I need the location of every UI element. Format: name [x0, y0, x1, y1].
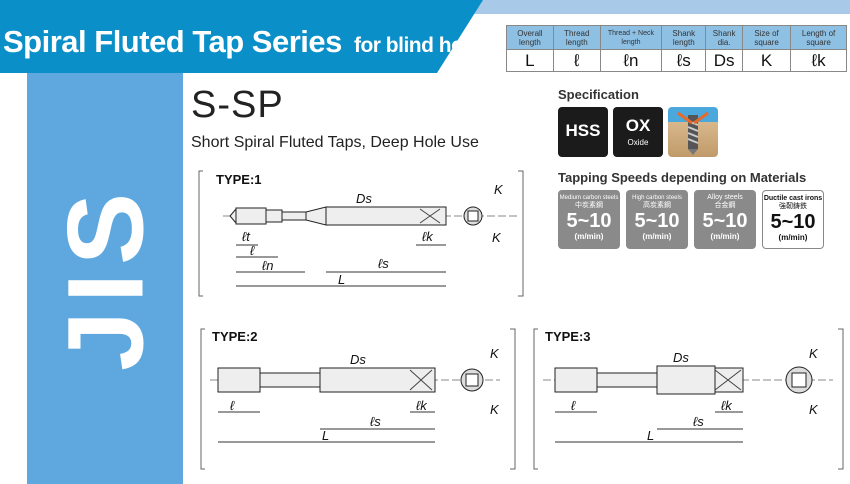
dim-L: L [322, 428, 329, 443]
dim-K: K [809, 402, 819, 417]
speed-unit: (m/min) [778, 233, 808, 242]
symbol-cell: Ds [705, 49, 743, 72]
dim-K: K [809, 346, 819, 361]
dim-Ds: Ds [356, 191, 372, 206]
speed-unit: (m/min) [574, 232, 604, 241]
dim-ls: ℓs [378, 256, 389, 271]
series-subtitle: for blind hole [353, 34, 480, 57]
material-name-jp: 強靭鋳鉄 [779, 203, 807, 210]
header-cell: Shank length [661, 25, 707, 50]
series-title-text: Spiral Fluted Tap Series [3, 24, 342, 59]
symbol-cell: L [506, 49, 554, 72]
type-label: TYPE:1 [216, 172, 262, 187]
symbol-cell: ℓk [790, 49, 847, 72]
header-banner [0, 0, 483, 73]
hss-label: HSS [565, 121, 601, 140]
type1-diagram: TYPE:1 Ds K K ℓt ℓ ℓn ℓs ℓk L [198, 170, 524, 297]
dim-K: K [492, 230, 502, 245]
hss-badge: HSS [558, 107, 608, 157]
dimension-legend-table: Overall length Thread length Thread + Ne… [506, 25, 847, 72]
speed-unit: (m/min) [710, 232, 740, 241]
dim-ls: ℓs [370, 414, 381, 429]
speed-value: 5~10 [702, 210, 748, 232]
material-name: Medium carbon steels [559, 195, 619, 201]
model-name: S-SP [191, 84, 284, 126]
dim-L: L [647, 428, 654, 443]
dim-ln: ℓn [262, 258, 273, 273]
type-label: TYPE:3 [545, 329, 591, 344]
symbol-cell: ℓ [552, 49, 601, 72]
series-title: Spiral Fluted Tap Series for blind hole [3, 24, 480, 60]
speeds-title: Tapping Speeds depending on Materials [558, 170, 807, 185]
spiral-chip-evacuation-icon [668, 107, 718, 157]
material-name-jp: 中炭素鋼 [575, 202, 603, 209]
type-label: TYPE:2 [212, 329, 258, 344]
header-cell: Thread + Neck length [599, 25, 663, 50]
type3-diagram: TYPE:3 Ds K K ℓ ℓs ℓk L [533, 328, 844, 470]
dim-lk: ℓk [422, 229, 434, 244]
dim-Ds: Ds [673, 350, 689, 365]
dim-l: ℓ [571, 398, 576, 413]
dim-Ds: Ds [350, 352, 366, 367]
dim-L: L [338, 272, 345, 287]
dim-ls: ℓs [693, 414, 704, 429]
ox-label: OX [625, 116, 651, 135]
dim-l: ℓ [230, 398, 235, 413]
dim-lk: ℓk [721, 398, 733, 413]
model-description: Short Spiral Fluted Taps, Deep Hole Use [191, 134, 479, 151]
header-cell: Thread length [552, 25, 601, 50]
material-name: High carbon steels [632, 195, 682, 201]
standard-label: JIS [44, 184, 166, 372]
dim-K: K [494, 182, 504, 197]
symbol-cell: ℓn [599, 49, 663, 72]
header-cell: Size of square [741, 25, 792, 50]
dim-l: ℓ [250, 243, 255, 258]
material-name-jp: 合金鋼 [714, 202, 736, 209]
sidebar [27, 73, 183, 484]
material-name: Ductile cast irons [763, 195, 823, 202]
speed-value: 5~10 [770, 211, 816, 233]
dim-K: K [490, 402, 500, 417]
dim-lt: ℓt [242, 229, 251, 244]
oxide-badge: OX Oxide [613, 107, 663, 157]
speed-value: 5~10 [634, 210, 680, 232]
specification-title: Specification [558, 87, 639, 102]
symbol-cell: K [741, 49, 792, 72]
material-name: Alloy steels [707, 194, 743, 201]
speed-unit: (m/min) [642, 232, 672, 241]
header-strip [470, 0, 850, 14]
material-name-jp: 高炭素鋼 [643, 202, 671, 209]
header-cell: Shank dia. [705, 25, 743, 50]
symbol-cell: ℓs [661, 49, 707, 72]
header-cell: Length of square [790, 25, 847, 50]
type2-diagram: TYPE:2 Ds K K ℓ ℓs ℓk L [200, 328, 516, 470]
dim-lk: ℓk [416, 398, 428, 413]
header-cell: Overall length [506, 25, 554, 50]
dim-K: K [490, 346, 500, 361]
speed-value: 5~10 [566, 210, 612, 232]
oxide-label: Oxide [627, 138, 649, 147]
